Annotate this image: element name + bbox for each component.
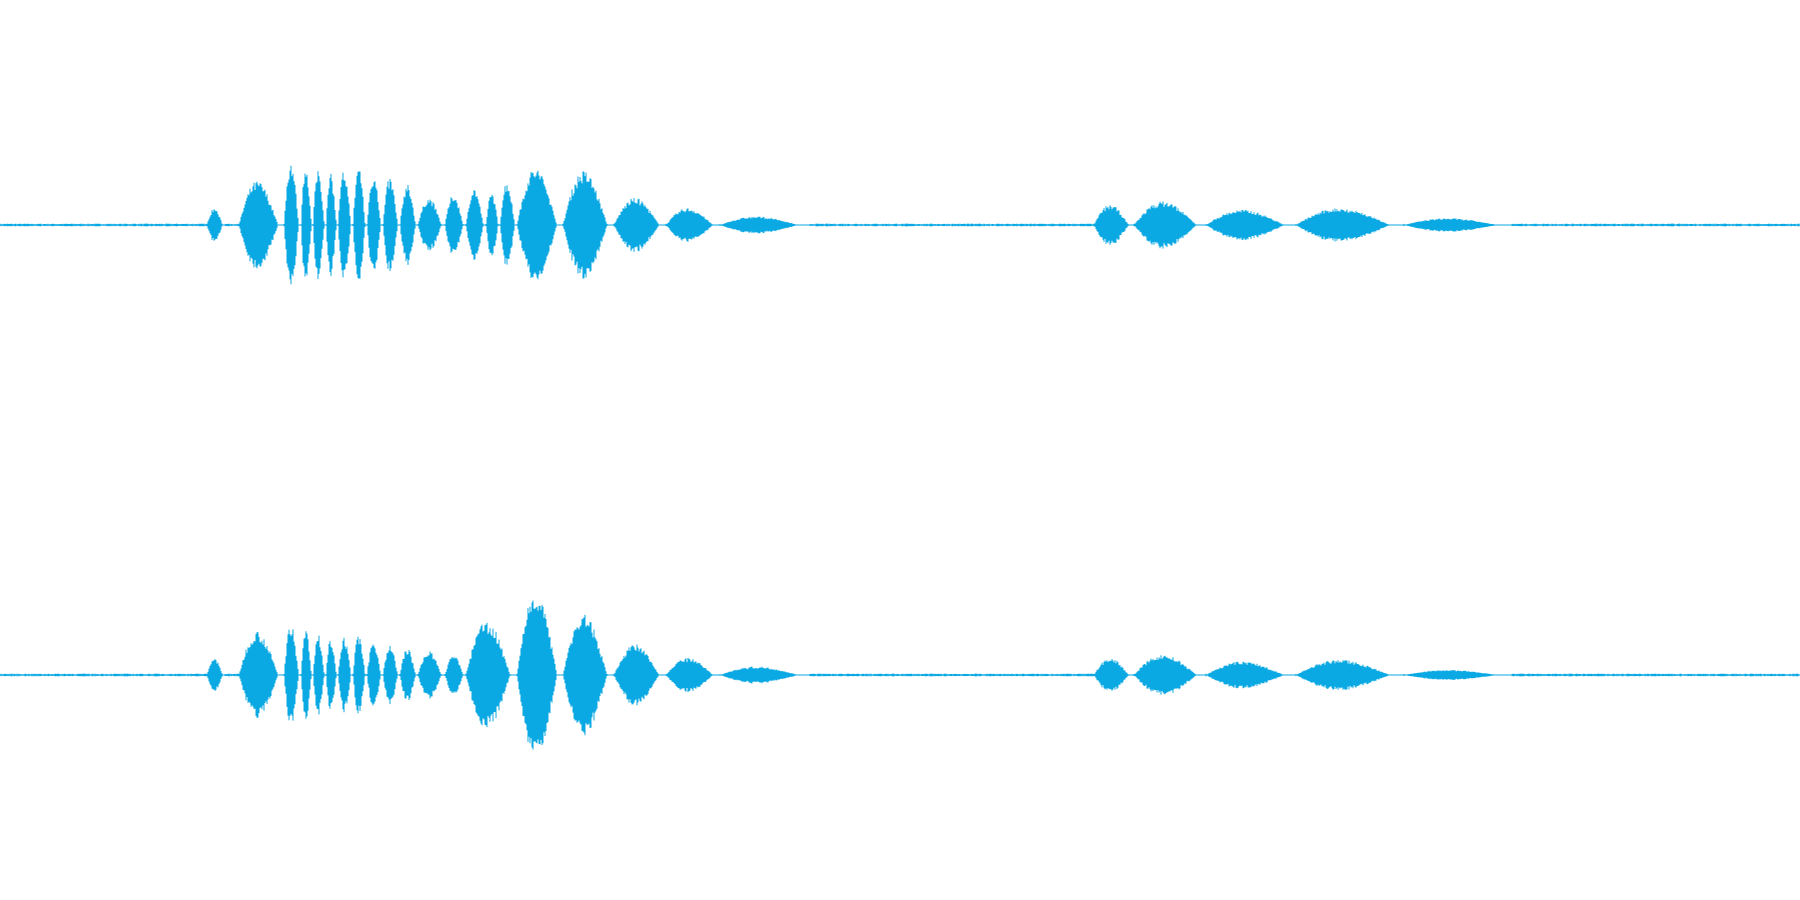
channel-1-waveform	[0, 165, 1800, 285]
channel-1-envelope	[0, 165, 1800, 285]
channel-2-waveform	[0, 600, 1800, 750]
channel-2-envelope	[0, 600, 1800, 750]
